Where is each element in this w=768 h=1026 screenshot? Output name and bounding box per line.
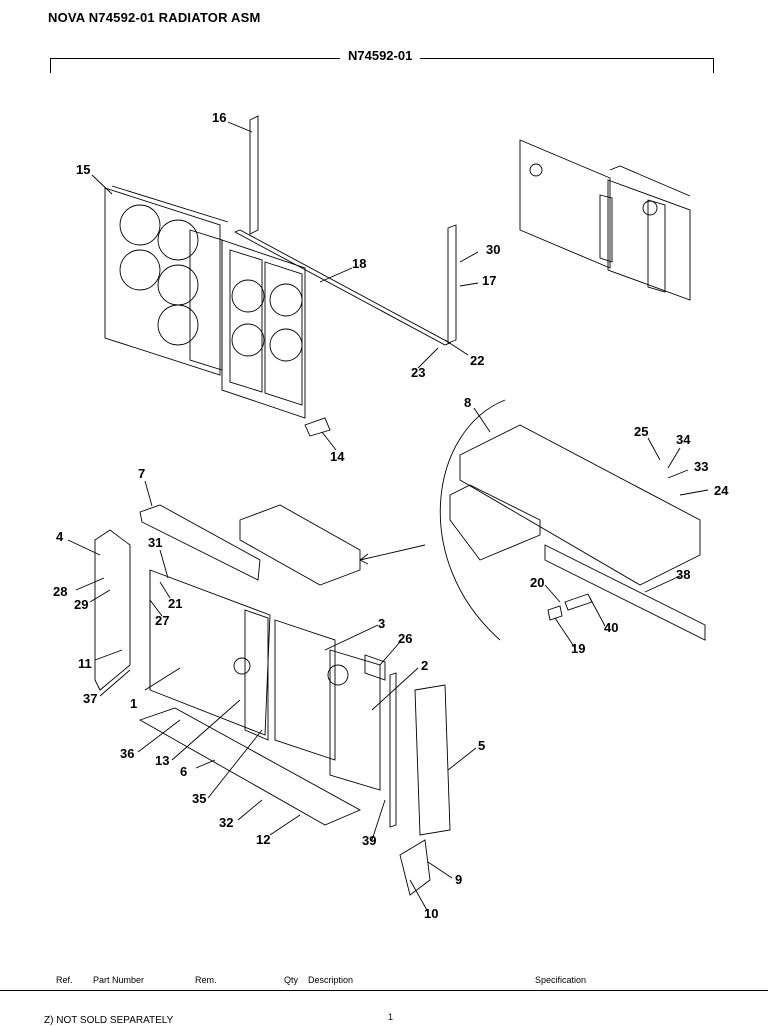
callout-17: 17 [482, 273, 496, 288]
part-16-bracket [249, 115, 259, 235]
part-18-rail [233, 229, 452, 346]
callout-11: 11 [78, 656, 92, 671]
assembly-label: N74592-01 [340, 48, 421, 63]
assembled-view [519, 139, 611, 269]
callout-15: 15 [76, 162, 90, 177]
part-6-bottom-frame [138, 707, 362, 826]
callout-5: 5 [478, 738, 485, 753]
callout-3: 3 [378, 616, 385, 631]
callout-37: 37 [83, 691, 97, 706]
callout-40: 40 [604, 620, 618, 635]
col-specification: Specification [535, 975, 587, 985]
callout-6: 6 [180, 764, 187, 779]
page-title: NOVA N74592-01 RADIATOR ASM [48, 10, 261, 25]
part-8-plate [459, 424, 701, 586]
callout-38: 38 [676, 567, 690, 582]
part-17-bracket [447, 224, 457, 344]
part-19-grip [547, 605, 563, 621]
col-description: Description [308, 975, 354, 985]
callout-20: 20 [530, 575, 544, 590]
callout-39: 39 [362, 833, 376, 848]
callout-24: 24 [714, 483, 729, 498]
callout-32: 32 [219, 815, 233, 830]
col-qty: Qty [284, 975, 299, 985]
footnote: Z) NOT SOLD SEPARATELY [44, 1015, 174, 1026]
callout-12: 12 [256, 832, 270, 847]
part-39-strip [389, 672, 397, 828]
callout-26: 26 [398, 631, 412, 646]
part-15-second-frame [221, 239, 306, 419]
callout-18: 18 [352, 256, 366, 271]
part-20-pin [564, 593, 593, 611]
part-15-fan-frame [104, 187, 221, 376]
col-ref: Ref. [56, 975, 73, 985]
top-bracket [239, 504, 361, 586]
detail-arc [439, 399, 506, 641]
callout-1: 1 [130, 696, 137, 711]
col-rem: Rem. [195, 975, 217, 985]
part-38-bar [544, 544, 706, 641]
callout-7: 7 [138, 466, 145, 481]
callout-4: 4 [56, 529, 64, 544]
callout-10: 10 [424, 906, 438, 921]
col-part-number: Part Number [93, 975, 145, 985]
part-9-bracket [399, 839, 431, 896]
callout-30: 30 [486, 242, 500, 257]
callout-28: 28 [53, 584, 67, 599]
callout-14: 14 [330, 449, 345, 464]
part-5-bracket [414, 684, 451, 836]
callout-22: 22 [470, 353, 484, 368]
callout-27: 27 [155, 613, 169, 628]
callout-19: 19 [571, 641, 585, 656]
callout-13: 13 [155, 753, 169, 768]
detail-arrow [359, 544, 426, 561]
part-4-side-bracket [94, 529, 131, 691]
callout-21: 21 [168, 596, 182, 611]
callout-23: 23 [411, 365, 425, 380]
part-7-plate [139, 504, 261, 581]
part-3-cooler [274, 619, 336, 761]
table-rule [0, 990, 768, 991]
part-26 [364, 654, 386, 681]
callout-31: 31 [148, 535, 162, 550]
callout-34: 34 [676, 432, 691, 447]
callout-33: 33 [694, 459, 708, 474]
part-14-clip [304, 417, 331, 437]
page-number: 1 [388, 1012, 394, 1022]
callout-8: 8 [464, 395, 471, 410]
part-2-core [329, 649, 381, 791]
callout-36: 36 [120, 746, 134, 761]
callout-25: 25 [634, 424, 648, 439]
callout-35: 35 [192, 791, 206, 806]
callout-2: 2 [421, 658, 428, 673]
callout-9: 9 [455, 872, 462, 887]
callout-29: 29 [74, 597, 88, 612]
callout-16: 16 [212, 110, 226, 125]
